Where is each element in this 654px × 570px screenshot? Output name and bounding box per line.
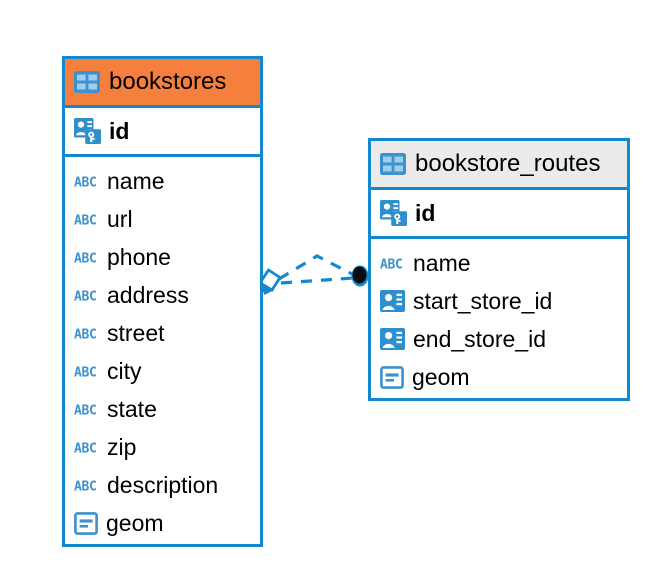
- field-label: url: [107, 205, 133, 232]
- text-abc-icon: ABC: [74, 251, 97, 266]
- field-label: state: [107, 395, 157, 422]
- foreign-key-icon: [380, 290, 405, 312]
- field-label: name: [413, 249, 471, 276]
- table-header-bookstore-routes[interactable]: bookstore_routes: [371, 141, 627, 190]
- field-label: zip: [107, 433, 137, 460]
- field-label: start_store_id: [413, 287, 553, 314]
- primary-key-label: id: [415, 199, 436, 226]
- geometry-icon: [74, 511, 98, 535]
- foreign-key-icon: [380, 328, 405, 350]
- table-icon: [380, 153, 406, 175]
- field-row[interactable]: end_store_id: [380, 320, 619, 358]
- primary-key-row-bookstore-routes[interactable]: id: [371, 190, 627, 239]
- filled-circle-marker: [351, 265, 369, 287]
- text-abc-icon: ABC: [74, 289, 97, 304]
- field-label: end_store_id: [413, 325, 546, 352]
- field-row[interactable]: ABC address: [74, 276, 252, 314]
- text-abc-icon: ABC: [74, 213, 97, 228]
- svg-text:ABC: ABC: [74, 251, 97, 266]
- field-row[interactable]: geom: [74, 504, 252, 542]
- fields-list-bookstores: ABC name ABC url ABC phone ABC: [65, 157, 260, 546]
- field-row[interactable]: ABC zip: [74, 428, 252, 466]
- svg-text:ABC: ABC: [74, 213, 97, 228]
- table-title: bookstores: [109, 68, 227, 95]
- field-label: address: [107, 281, 189, 308]
- svg-text:ABC: ABC: [74, 441, 97, 456]
- table-icon: [74, 71, 100, 93]
- svg-text:ABC: ABC: [74, 403, 97, 418]
- entity-table-bookstore-routes[interactable]: bookstore_routes id: [368, 138, 630, 401]
- fields-list-bookstore-routes: ABC name start_store_id: [371, 239, 627, 400]
- field-row[interactable]: ABC phone: [74, 238, 252, 276]
- svg-text:ABC: ABC: [74, 479, 97, 494]
- table-title: bookstore_routes: [415, 150, 601, 177]
- text-abc-icon: ABC: [74, 441, 97, 456]
- text-abc-icon: ABC: [74, 403, 97, 418]
- text-abc-icon: ABC: [380, 257, 403, 272]
- field-row[interactable]: ABC name: [74, 162, 252, 200]
- svg-text:ABC: ABC: [74, 175, 97, 190]
- field-row[interactable]: start_store_id: [380, 282, 619, 320]
- primary-key-row-bookstores[interactable]: id: [65, 108, 260, 157]
- field-label: phone: [107, 243, 171, 270]
- text-abc-icon: ABC: [74, 175, 97, 190]
- field-row[interactable]: ABC description: [74, 466, 252, 504]
- field-label: geom: [412, 363, 470, 390]
- relationship-line-arched: [278, 254, 355, 281]
- text-abc-icon: ABC: [74, 365, 97, 380]
- diamond-outline-marker: [257, 268, 282, 295]
- text-abc-icon: ABC: [74, 327, 97, 342]
- field-row[interactable]: ABC url: [74, 200, 252, 238]
- svg-text:ABC: ABC: [74, 327, 97, 342]
- entity-table-bookstores[interactable]: bookstores id: [62, 56, 263, 547]
- field-label: city: [107, 357, 142, 384]
- relationship-line-straight: [280, 276, 354, 285]
- field-row[interactable]: geom: [380, 358, 619, 396]
- field-row[interactable]: ABC name: [380, 244, 619, 282]
- primary-key-icon: [74, 118, 101, 144]
- geometry-icon: [380, 365, 404, 389]
- table-header-bookstores[interactable]: bookstores: [65, 59, 260, 108]
- field-row[interactable]: ABC city: [74, 352, 252, 390]
- svg-text:ABC: ABC: [74, 289, 97, 304]
- primary-key-icon: [380, 200, 407, 226]
- svg-text:ABC: ABC: [74, 365, 97, 380]
- field-label: description: [107, 471, 219, 498]
- primary-key-label: id: [109, 117, 130, 144]
- field-row[interactable]: ABC state: [74, 390, 252, 428]
- field-label: geom: [106, 509, 164, 536]
- relationship-connector[interactable]: [255, 238, 375, 308]
- field-label: street: [107, 319, 165, 346]
- text-abc-icon: ABC: [74, 479, 97, 494]
- field-row[interactable]: ABC street: [74, 314, 252, 352]
- svg-text:ABC: ABC: [380, 257, 403, 272]
- field-label: name: [107, 167, 165, 194]
